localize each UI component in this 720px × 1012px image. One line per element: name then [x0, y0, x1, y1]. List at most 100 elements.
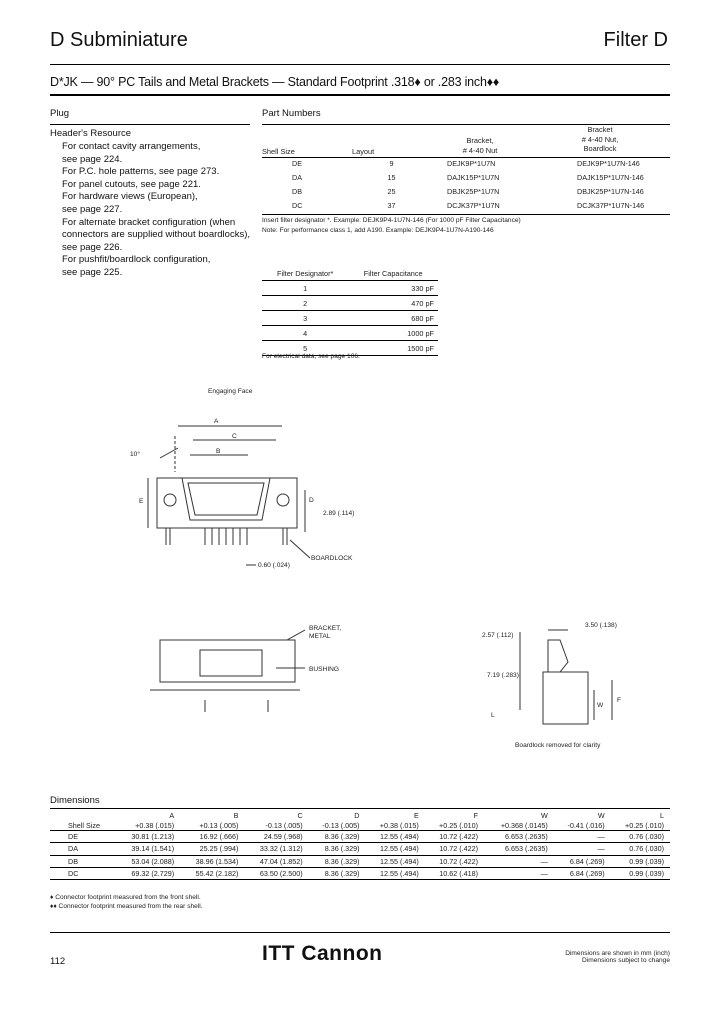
- dim-letter: W: [597, 810, 605, 820]
- dim-letter: C: [297, 810, 303, 820]
- dim-letter: A: [169, 810, 175, 820]
- mount-hole-left: [163, 493, 177, 507]
- footer-rule: [50, 932, 670, 933]
- dim-cell: 16.92 (.666): [180, 829, 245, 843]
- part-numbers-table: DE 9 DEJK9P*1U7N DEJK9P*1U7N-146 DA 15 D…: [262, 159, 670, 215]
- pn-layout: 37: [387, 201, 396, 210]
- footprint-note-2: ♦♦ Connector footprint measured from the…: [50, 903, 203, 910]
- resource-line: see page 225.: [62, 266, 123, 278]
- dim-cell: 63.50 (2.500): [244, 866, 309, 880]
- pn-header-line: Bracket,: [466, 136, 494, 145]
- resource-line: For panel cutouts, see page 221.: [62, 178, 201, 190]
- pn-boardlock: DBJK25P*1U7N-146: [577, 187, 644, 196]
- resource-title: Header's Resource: [50, 128, 132, 139]
- dim-tolerance: +0.25 (.010): [439, 820, 478, 830]
- resource-line: see page 227.: [62, 203, 123, 215]
- dim-tolerance: +0.25 (.010): [625, 820, 664, 830]
- dim-tolerance: -0.13 (.005): [322, 820, 360, 830]
- dim-cell: 12.55 (.494): [365, 854, 425, 868]
- pn-shell: DB: [292, 187, 302, 196]
- fd-designator: 4: [262, 325, 349, 341]
- dim-cell: 6.84 (.269): [553, 866, 611, 880]
- fd-capacitance: 1500 pF: [348, 340, 438, 356]
- fd-note: For electrical data, see page 106.: [262, 353, 360, 360]
- part-numbers-rule: [262, 124, 670, 125]
- bushing-outline: [199, 649, 263, 677]
- page-number: 112: [50, 956, 66, 967]
- pn-bracket: DAJK15P*1U7N: [447, 173, 500, 182]
- dim-shell: DA: [50, 842, 116, 856]
- footer-notes: Dimensions are shown in mm (inch) Dimens…: [565, 950, 670, 964]
- dim-cell: 0.76 (.030): [610, 829, 670, 843]
- dim-letter: F: [473, 810, 478, 820]
- dim-tolerance: +0.38 (.015): [379, 820, 419, 830]
- page-header-left: D Subminiature: [50, 29, 188, 51]
- pn-bracket: DBJK25P*1U7N: [447, 187, 500, 196]
- table-header-row: Shell Size +0.38 (.015) +0.13 (.005) -0.…: [50, 820, 670, 831]
- fd-capacitance: 680 pF: [348, 310, 438, 326]
- dim-cell: 25.25 (.994): [180, 842, 245, 856]
- product-title: D*JK — 90° PC Tails and Metal Brackets —…: [50, 75, 500, 89]
- dim-F-label: F: [617, 697, 622, 704]
- pn-header-boardlock: Bracket # 4-40 Nut, Boardlock: [560, 125, 640, 154]
- table-row: DA 15 DAJK15P*1U7N DAJK15P*1U7N-146: [262, 173, 670, 187]
- pn-header-line: Boardlock: [583, 144, 617, 153]
- page-header-right: Filter D: [603, 29, 668, 51]
- resource-line: For pushfit/boardlock configuration,: [62, 254, 211, 266]
- dim-cell: 55.42 (2.182): [180, 866, 245, 880]
- dim-C-label: C: [232, 433, 237, 440]
- resource-list: For contact cavity arrangements, see pag…: [62, 141, 250, 280]
- pn-bottom-rule: [262, 214, 670, 215]
- pn-header-bracket: Bracket, # 4-40 Nut: [440, 136, 520, 155]
- part-numbers-title: Part Numbers: [262, 108, 321, 119]
- fd-capacitance: 330 pF: [348, 280, 438, 296]
- dim-cell: 10.62 (.418): [424, 866, 484, 880]
- dim-cell: 30.81 (1.213): [115, 829, 181, 843]
- dim-tolerance: +0.368 (.0145): [500, 820, 548, 830]
- side-bracket-outline: [159, 639, 296, 683]
- dim-W-label: W: [597, 702, 604, 709]
- dim-letter: B: [233, 810, 239, 820]
- table-row: 3 680 pF: [262, 310, 438, 326]
- resource-line: For alternate bracket configuration (whe…: [62, 216, 236, 228]
- table-row: DB 25 DBJK25P*1U7N DBJK25P*1U7N-146: [262, 187, 670, 201]
- fd-header: Filter Capacitance: [348, 266, 438, 281]
- dim-shell: DC: [50, 866, 116, 880]
- dim-letter: L: [660, 810, 664, 820]
- dim-E-label: E: [139, 498, 144, 505]
- dimensions-rule: [50, 808, 670, 809]
- dim-cell: 12.55 (.494): [365, 866, 425, 880]
- dim-cell: 47.04 (1.852): [244, 854, 309, 868]
- pn-header-shell: Shell Size: [262, 147, 295, 156]
- dim-cell: 0.99 (.039): [610, 866, 670, 880]
- dim-letter: [50, 810, 116, 820]
- fd-capacitance: 1000 pF: [348, 325, 438, 341]
- angle-label: 10°: [130, 451, 140, 458]
- resource-line: For P.C. hole patterns, see page 273.: [62, 166, 220, 178]
- fd-designator: 5: [262, 340, 349, 356]
- dim-cell: 8.36 (.329): [308, 829, 366, 843]
- dim-257-label: 2.57 (.112): [482, 632, 514, 639]
- mount-hole-right: [276, 493, 290, 507]
- dim-D-label: D: [309, 497, 314, 504]
- dimensions-table: A B C D E F W W L Shell Size +0.38 (.015…: [50, 810, 670, 880]
- filter-designator-table: Filter Designator* Filter Capacitance 1 …: [262, 266, 438, 356]
- dim-cell: 53.04 (2.088): [115, 854, 181, 868]
- table-row: DB 53.04 (2.088) 38.96 (1.534) 47.04 (1.…: [50, 854, 670, 868]
- angle-line: [159, 447, 179, 459]
- dim-tolerance: +0.38 (.015): [135, 820, 175, 830]
- bushing-label: BUSHING: [309, 666, 340, 673]
- dim-060-label: 0.60 (.024): [258, 562, 290, 569]
- dim-letter: W: [541, 810, 548, 820]
- table-row: 2 470 pF: [262, 295, 438, 311]
- pn-note-2: Note: For performance class 1, add A190.…: [262, 227, 494, 234]
- dim-cell: 6.653 (.2635): [484, 842, 554, 856]
- dim-cell: 0.76 (.030): [610, 842, 670, 856]
- resource-line: connectors are supplied without boardloc…: [62, 229, 250, 241]
- dim-cell: 8.36 (.329): [308, 842, 366, 856]
- dim-719-label: 7.19 (.283): [487, 672, 519, 679]
- dim-cell: 33.32 (1.312): [244, 842, 309, 856]
- dim-L-label: L: [491, 712, 495, 719]
- pc-tails: [204, 528, 248, 545]
- pn-header-layout: Layout: [352, 147, 375, 156]
